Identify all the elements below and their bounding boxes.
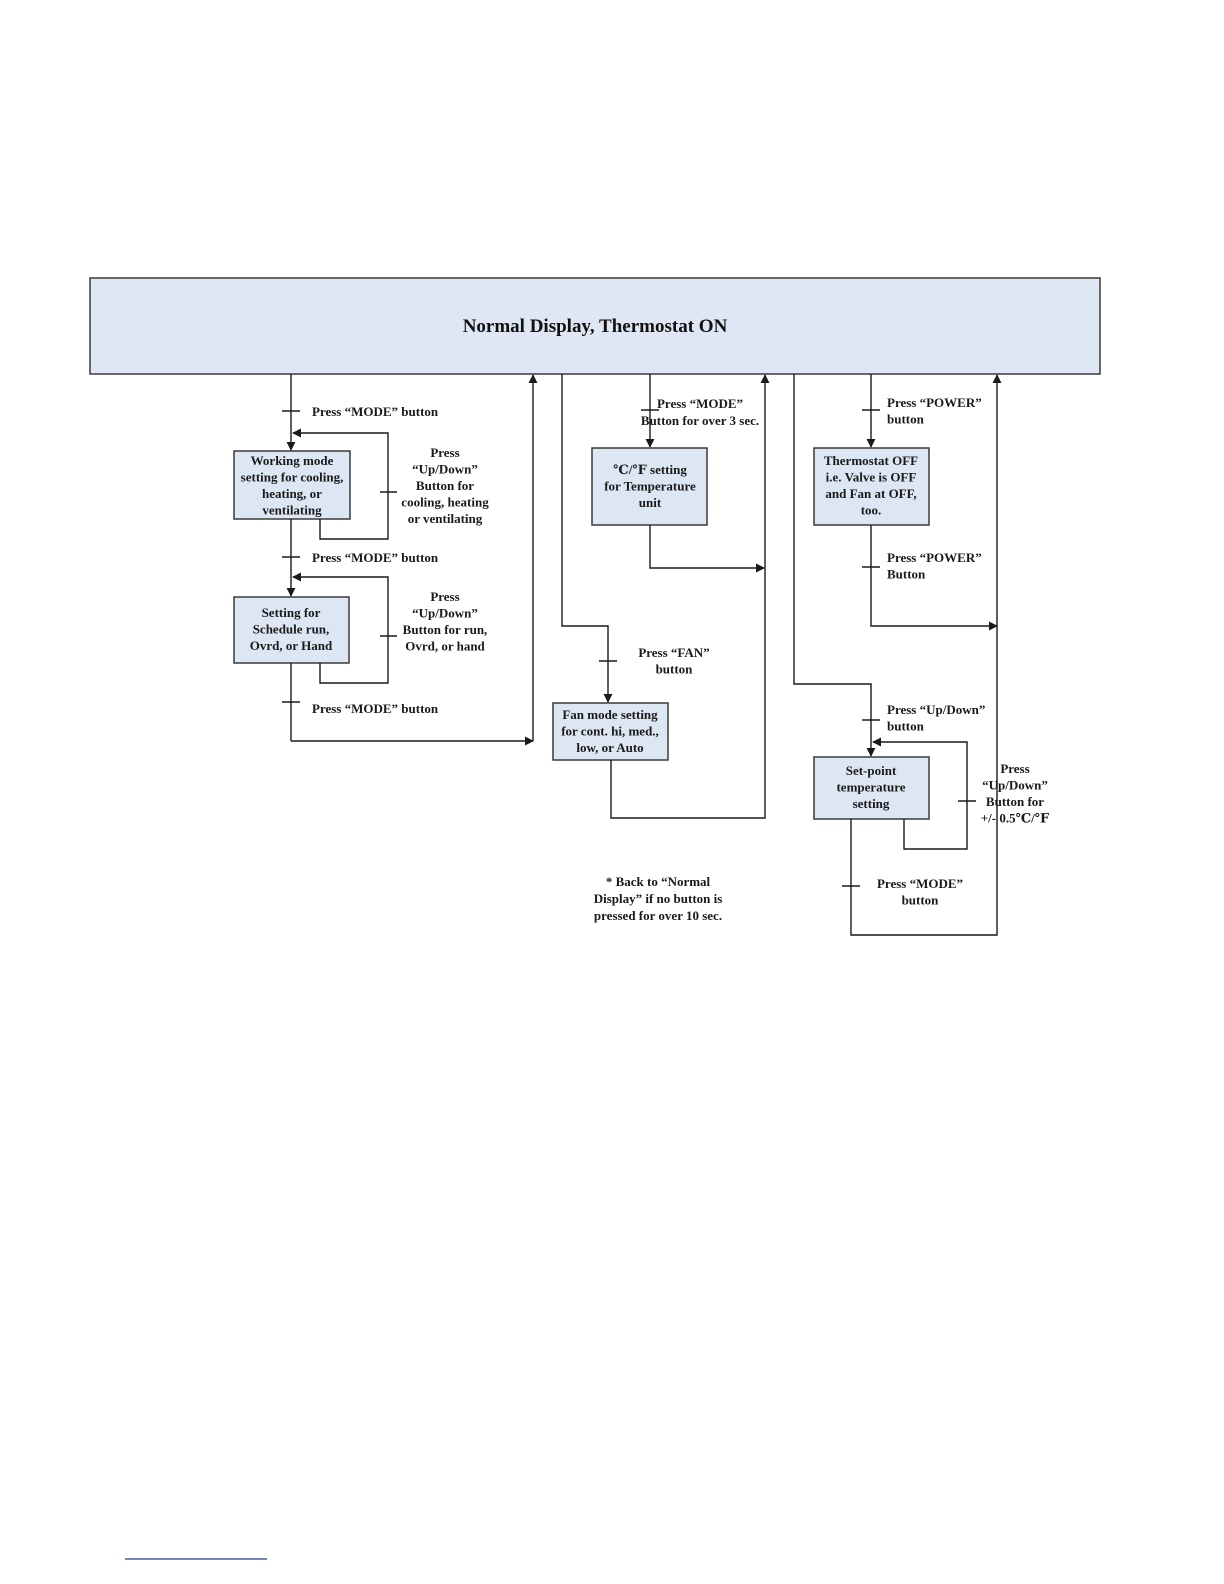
label-press-updown-1-line: Press <box>430 445 459 460</box>
label-press-updown-3-line: button <box>887 719 925 734</box>
label-press-power-1-line: button <box>887 412 925 427</box>
label-press-updown-3-line: Press “Up/Down” <box>887 702 985 717</box>
label-press-fan-line: Press “FAN” <box>638 645 709 660</box>
label-press-updown-3: Press “Up/Down” button <box>887 702 985 734</box>
label-press-updown-4-line: “Up/Down” <box>982 778 1048 793</box>
schedule-text-line: Schedule run, <box>253 622 330 637</box>
setpoint-text-line: temperature <box>836 780 905 795</box>
label-press-updown-4-line: +/- 0.5℃/℉ <box>981 811 1050 826</box>
label-press-mode-4: Press “MODE” button <box>877 876 963 908</box>
label-press-updown-1-line: cooling, heating <box>401 495 489 510</box>
thermostat-off-text-line: Thermostat OFF <box>824 453 918 468</box>
label-press-updown-2: Press “Up/Down”Button for run, Ovrd, or ha… <box>403 589 488 654</box>
setpoint-box <box>813 756 930 820</box>
label-press-mode-1-line: Press “MODE” button <box>312 404 439 419</box>
label-press-mode-4-line: button <box>902 893 940 908</box>
fan-mode-text-line: for cont. hi, med., <box>561 724 659 739</box>
fan-mode-text-line: Fan mode setting <box>562 707 658 722</box>
schedule-text-line: Setting for <box>262 605 321 620</box>
normal-display-header <box>89 277 1101 375</box>
label-press-fan-line: button <box>656 662 694 677</box>
label-press-power-1: Press “POWER” button <box>887 395 982 427</box>
label-press-updown-2-line: Ovrd, or hand <box>405 639 485 654</box>
label-press-mode-2-line: Press “MODE” button <box>312 550 439 565</box>
working-mode-text-line: Working mode <box>251 453 334 468</box>
label-press-mode-long: Press “MODE” Button for over 3 sec. <box>641 396 759 428</box>
label-press-power-2-line: Press “POWER” <box>887 550 982 565</box>
back-to-normal-note-line: * Back to “Normal <box>606 874 711 889</box>
fan-mode-text: Fan mode setting for cont. hi, med.,low, … <box>561 707 659 755</box>
thermostat-off-text-line: i.e. Valve is OFF <box>826 470 917 485</box>
temp-unit-text-line: for Temperature <box>604 479 696 494</box>
working-mode-text-line: heating, or <box>262 486 322 501</box>
label-press-updown-1-line: Button for <box>416 478 474 493</box>
working-mode-box <box>233 450 351 520</box>
back-to-normal-note-line: pressed for over 10 sec. <box>594 908 722 923</box>
label-press-mode-long-line: Button for over 3 sec. <box>641 413 759 428</box>
thermostat-off-text-line: too. <box>861 503 882 518</box>
label-press-fan: Press “FAN” button <box>638 645 709 677</box>
label-press-updown-2-line: “Up/Down” <box>412 606 478 621</box>
setpoint-text-line: Set-point <box>846 763 897 778</box>
label-press-mode-3-line: Press “MODE” button <box>312 701 439 716</box>
header-title: Normal Display, Thermostat ON <box>463 316 728 337</box>
label-press-power-1-line: Press “POWER” <box>887 395 982 410</box>
label-press-power-2-line: Button <box>887 567 926 582</box>
label-press-updown-2-line: Button for run, <box>403 622 488 637</box>
label-press-updown-4-line: Press <box>1000 761 1029 776</box>
working-mode-text: Working mode setting for cooling,heating,… <box>241 453 344 518</box>
label-press-mode-3: Press “MODE” button <box>312 701 439 716</box>
thermostat-off-box <box>813 447 930 526</box>
label-press-mode-2: Press “MODE” button <box>312 550 439 565</box>
label-press-mode-1: Press “MODE” button <box>312 404 439 419</box>
temp-unit-text-line: unit <box>639 495 662 510</box>
label-press-updown-1-line: “Up/Down” <box>412 462 478 477</box>
back-to-normal-note-line: Display” if no button is <box>594 891 723 906</box>
label-press-updown-4-line: Button for <box>986 794 1044 809</box>
schedule-text-line: Ovrd, or Hand <box>250 638 333 653</box>
label-press-power-2: Press “POWER” Button <box>887 550 982 582</box>
label-press-updown-2-line: Press <box>430 589 459 604</box>
temp-unit-text-line: ℃/℉ setting <box>613 462 687 477</box>
working-mode-text-line: ventilating <box>262 503 322 518</box>
label-press-updown-1: Press “Up/Down”Button for cooling, heating… <box>401 445 489 526</box>
label-press-updown-1-line: or ventilating <box>408 511 483 526</box>
fan-mode-box <box>552 702 669 761</box>
label-press-updown-4: Press “Up/Down”Button for +/- 0.5℃/℉ <box>981 761 1050 826</box>
label-press-mode-long-line: Press “MODE” <box>657 396 743 411</box>
fan-mode-text-line: low, or Auto <box>576 740 643 755</box>
thermostat-off-text-line: and Fan at OFF, <box>825 486 916 501</box>
setpoint-text-line: setting <box>853 796 890 811</box>
working-mode-text-line: setting for cooling, <box>241 470 344 485</box>
label-press-mode-4-line: Press “MODE” <box>877 876 963 891</box>
